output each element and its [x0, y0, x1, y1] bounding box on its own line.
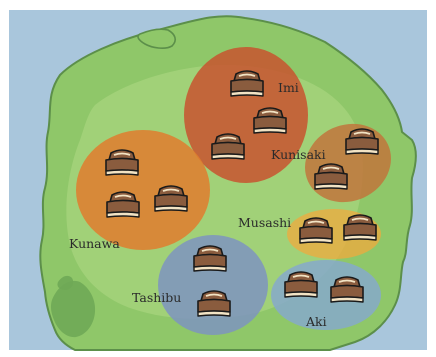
hut-icon — [230, 70, 264, 97]
hut-icon — [345, 128, 379, 155]
hut-icon — [193, 245, 227, 272]
label-imi: Imi — [278, 80, 299, 95]
hut-icon — [253, 107, 287, 134]
label-aki: Aki — [305, 314, 327, 329]
lake-patch — [50, 280, 96, 338]
hut-icon — [105, 149, 139, 176]
northern-peninsula — [137, 28, 177, 49]
label-tashibu: Tashibu — [132, 290, 181, 305]
region-kunawa[interactable] — [76, 130, 210, 250]
hut-icon — [299, 217, 333, 244]
lake-patch-small — [57, 275, 74, 290]
hut-icon — [343, 214, 377, 241]
labels-layer: Imi Kunisaki Kunawa Musashi Tashibu Aki — [69, 80, 327, 329]
hut-icon — [197, 290, 231, 317]
region-tashibu[interactable] — [158, 235, 268, 335]
hut-icon — [154, 185, 188, 212]
hut-icon — [330, 276, 364, 303]
label-musashi: Musashi — [238, 215, 291, 230]
label-kunisaki: Kunisaki — [271, 147, 326, 162]
hut-icon — [211, 133, 245, 160]
hut-icon — [284, 271, 318, 298]
hut-icon — [314, 163, 348, 190]
label-kunawa: Kunawa — [69, 236, 120, 251]
hut-icon — [106, 191, 140, 218]
